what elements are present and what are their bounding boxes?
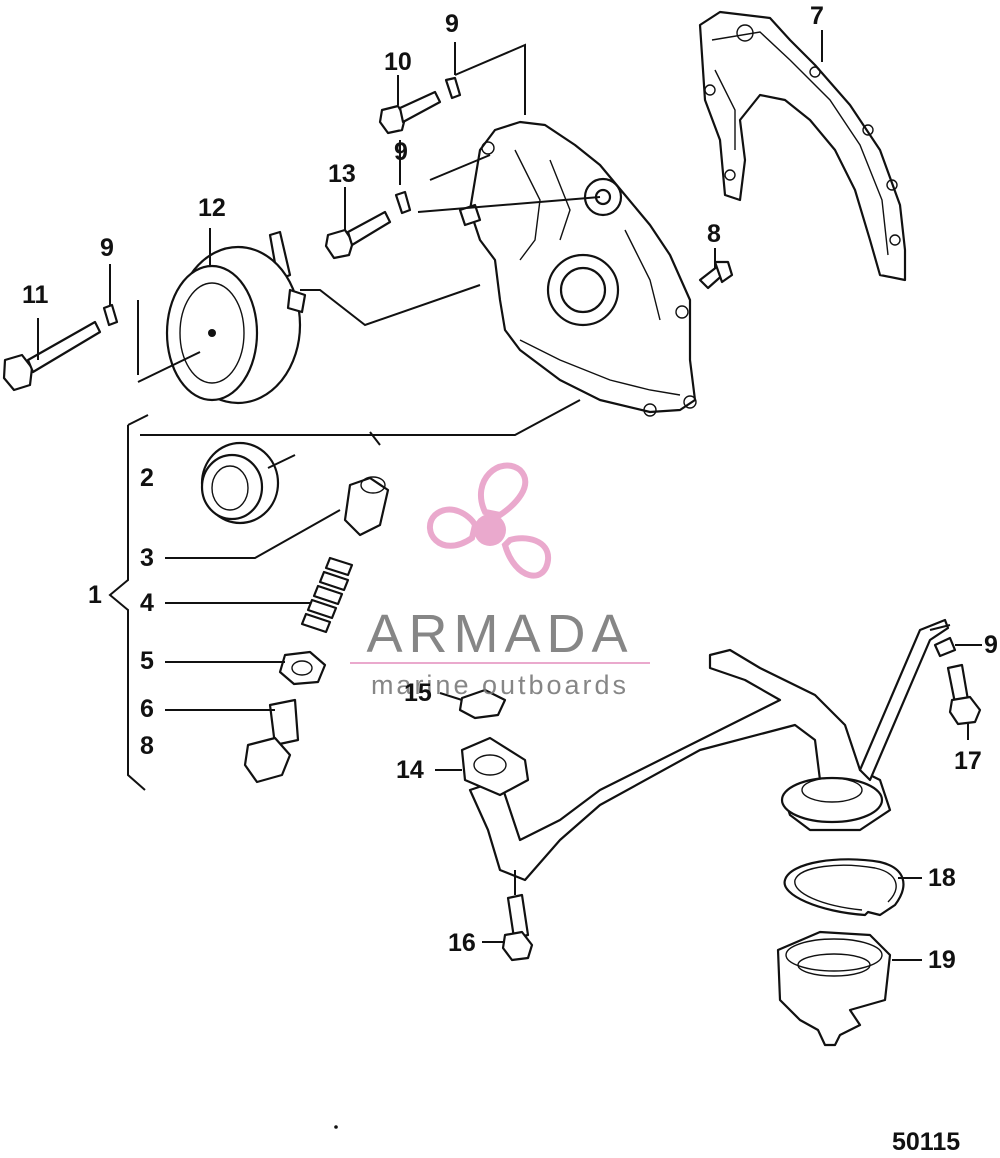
oil-pump-housing bbox=[458, 120, 697, 417]
callout-9d: 9 bbox=[984, 631, 998, 659]
callout-19: 19 bbox=[928, 946, 956, 974]
watermark-brand: ARMADA bbox=[366, 604, 633, 664]
plug-part-6 bbox=[243, 698, 300, 784]
bolt-13 bbox=[324, 210, 392, 260]
armada-watermark: ARMADA marine outboards bbox=[350, 462, 650, 700]
callout-labels: 9 10 7 13 9 12 9 8 11 2 3 1 4 5 6 8 9 15… bbox=[22, 2, 998, 974]
callout-4: 4 bbox=[140, 589, 154, 617]
callout-13: 13 bbox=[328, 160, 356, 188]
callout-9c: 9 bbox=[100, 234, 114, 262]
bolt-11 bbox=[2, 320, 102, 392]
callout-10: 10 bbox=[384, 48, 412, 76]
bolt-10 bbox=[378, 90, 442, 135]
tensioner-pulley bbox=[165, 230, 307, 405]
gasket-part bbox=[698, 10, 907, 282]
callout-3: 3 bbox=[140, 544, 154, 572]
washer-part-5 bbox=[278, 650, 327, 686]
callout-18: 18 bbox=[928, 864, 956, 892]
callout-8a: 8 bbox=[707, 220, 721, 248]
figure-number: 50115 bbox=[892, 1128, 960, 1156]
spring-part-4 bbox=[300, 556, 354, 634]
watermark-color-swatch bbox=[474, 514, 506, 546]
oil-pickup-tube bbox=[468, 618, 950, 882]
propeller-logo-icon bbox=[427, 462, 551, 579]
callout-6: 6 bbox=[140, 695, 154, 723]
strainer-part-19 bbox=[776, 930, 892, 1047]
callout-14: 14 bbox=[396, 756, 424, 784]
callout-11: 11 bbox=[22, 281, 49, 309]
flange-part-14 bbox=[460, 736, 530, 797]
leader-lines bbox=[37, 30, 982, 961]
callout-5: 5 bbox=[140, 647, 154, 675]
circlip-part-18 bbox=[783, 858, 905, 917]
relief-valve-part-3 bbox=[343, 476, 390, 537]
callout-17: 17 bbox=[954, 747, 982, 775]
callout-2: 2 bbox=[140, 464, 154, 492]
callout-1: 1 bbox=[88, 581, 102, 609]
seal-part-2 bbox=[200, 441, 280, 525]
gasket-part-15 bbox=[458, 688, 507, 720]
dowel-pins-9 bbox=[102, 76, 957, 658]
callout-9b: 9 bbox=[394, 138, 408, 166]
stray-dot bbox=[334, 1125, 338, 1129]
bolt-16 bbox=[501, 893, 534, 962]
callout-15: 15 bbox=[404, 679, 432, 707]
callout-7: 7 bbox=[810, 2, 824, 30]
callout-16: 16 bbox=[448, 929, 476, 957]
callout-9a: 9 bbox=[445, 10, 459, 38]
callout-8b: 8 bbox=[140, 732, 154, 760]
bolt-17 bbox=[946, 663, 982, 726]
bolt-8-upper bbox=[698, 260, 734, 290]
watermark-tagline: marine outboards bbox=[371, 670, 629, 700]
callout-12: 12 bbox=[198, 194, 226, 222]
